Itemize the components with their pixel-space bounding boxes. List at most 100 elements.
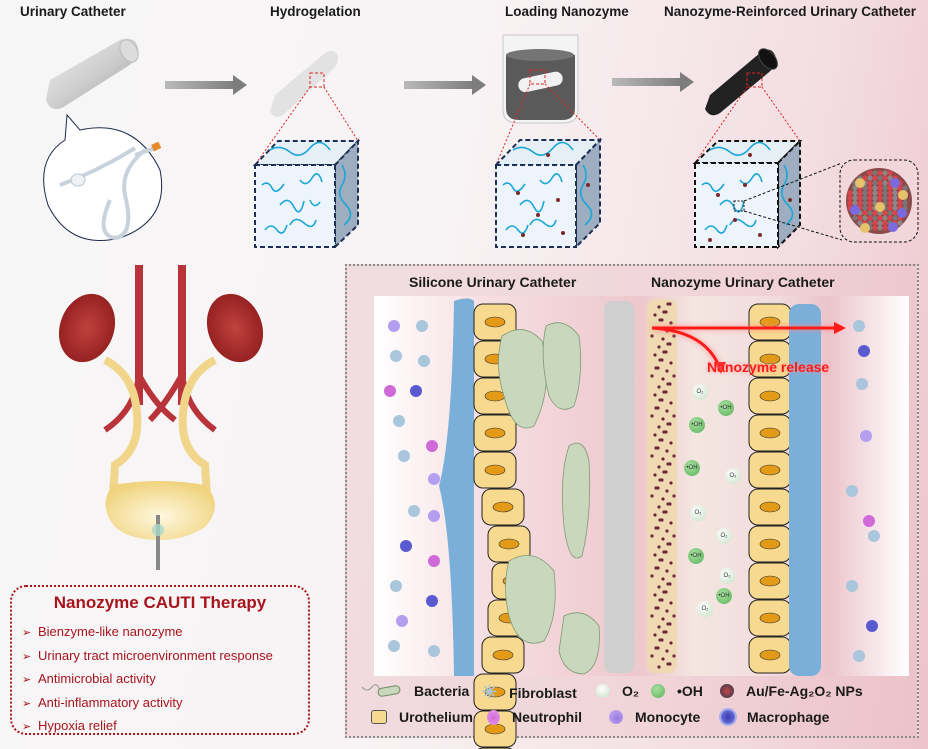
nanozyme-particle bbox=[657, 625, 661, 629]
nanozyme-particle bbox=[665, 569, 669, 573]
nanozyme-particle bbox=[669, 561, 673, 565]
fibroblast-cell bbox=[416, 320, 428, 332]
inserted-catheter-icon bbox=[156, 515, 160, 570]
therapy-title: Nanozyme CAUTI Therapy bbox=[53, 593, 267, 612]
step-title-loading-nanozyme: Loading Nanozyme bbox=[505, 4, 629, 19]
fibroblast-cell bbox=[856, 378, 868, 390]
nanozyme-particle bbox=[668, 462, 672, 466]
monocyte-cell bbox=[428, 510, 440, 522]
macrophage-cell bbox=[866, 620, 878, 632]
nanozyme-particle bbox=[668, 502, 672, 506]
nanozyme-particle bbox=[672, 374, 676, 378]
urothelium-cell bbox=[481, 636, 525, 674]
nanozyme-particle bbox=[656, 606, 660, 610]
nanozyme-particle bbox=[669, 601, 673, 605]
nanozyme-particle bbox=[664, 430, 668, 434]
nanozyme-particle bbox=[664, 350, 668, 354]
nanozyme-particle bbox=[664, 310, 668, 314]
urothelium-cell bbox=[748, 303, 792, 341]
legend-label: Neutrophil bbox=[512, 709, 582, 725]
nanozyme-particle bbox=[657, 665, 661, 669]
legend-label: Urothelium bbox=[399, 709, 473, 725]
urothelium-icon bbox=[371, 710, 387, 724]
legend-label: Au/Fe-Ag₂O₂ NPs bbox=[746, 683, 863, 699]
neutrophil-cell bbox=[863, 515, 875, 527]
therapy-item-text: Hypoxia relief bbox=[38, 718, 117, 733]
step-title-nanozyme-catheter: Nanozyme-Reinforced Urinary Catheter bbox=[664, 4, 917, 19]
nanozyme-particle bbox=[656, 446, 660, 450]
hydroxyl-radical-icon bbox=[651, 684, 665, 698]
monocyte-cell bbox=[396, 615, 408, 627]
urinary-catheter-illustration bbox=[43, 38, 163, 242]
nanozyme-particle bbox=[650, 454, 654, 458]
process-arrow-3 bbox=[612, 72, 694, 92]
loading-nanozyme-illustration bbox=[493, 34, 603, 250]
nanozyme-particle bbox=[669, 321, 673, 325]
nanozyme-particle bbox=[650, 614, 654, 618]
urothelium-cell bbox=[473, 710, 517, 748]
nanozyme-release-label: Nanozyme release bbox=[707, 359, 830, 375]
neutrophil-cell bbox=[428, 555, 440, 567]
neutrophil-icon bbox=[487, 709, 500, 725]
fibroblast-cell bbox=[418, 355, 430, 367]
left-ureter-icon bbox=[103, 356, 142, 496]
hydroxyl-radical: •OH bbox=[684, 460, 700, 476]
therapy-list: ➢Bienzyme-like nanozyme ➢Urinary tract m… bbox=[22, 621, 273, 739]
nanozyme-particle bbox=[672, 494, 676, 498]
therapy-item: ➢Antimicrobial activity bbox=[22, 668, 273, 692]
nanozyme-particle bbox=[657, 385, 661, 389]
legend-label: Monocyte bbox=[635, 709, 701, 725]
nanozyme-hydrogel-cube-icon bbox=[692, 138, 803, 250]
nanozyme-particle bbox=[660, 318, 664, 322]
fibroblast-cell bbox=[853, 320, 865, 332]
nanoparticle-sphere-icon bbox=[846, 168, 912, 234]
nanozyme-particle bbox=[668, 622, 672, 626]
fibroblast-cell bbox=[853, 650, 865, 662]
catheter-tube-icon bbox=[46, 38, 139, 109]
right-kidney-icon bbox=[206, 293, 264, 363]
urothelium-cell bbox=[481, 488, 525, 526]
o2-molecule: O₂ bbox=[690, 505, 706, 521]
silicone-catheter-wall-left bbox=[439, 298, 474, 676]
macrophage-cell bbox=[400, 540, 412, 552]
nanozyme-particle bbox=[665, 369, 669, 373]
tissue-scene bbox=[374, 296, 909, 749]
urinary-tract-anatomy-illustration bbox=[58, 265, 264, 570]
nanozyme-particle bbox=[650, 334, 654, 338]
bullet-arrow-icon: ➢ bbox=[22, 627, 32, 639]
macrophage-cell bbox=[426, 595, 438, 607]
nanozyme-particle bbox=[650, 654, 654, 658]
nanozyme-particle bbox=[653, 553, 657, 557]
black-catheter-tube-icon bbox=[705, 48, 778, 116]
nanozyme-particle bbox=[669, 361, 673, 365]
nanozyme-particle bbox=[653, 633, 657, 637]
nanozyme-particle bbox=[653, 353, 657, 357]
foley-catheter-icon bbox=[59, 141, 162, 241]
bladder-icon bbox=[105, 481, 215, 540]
nanozyme-particle bbox=[668, 302, 672, 306]
nanozyme-particle bbox=[660, 358, 664, 362]
o2-molecule: O₂ bbox=[697, 601, 713, 617]
catheter-wall-right bbox=[789, 304, 821, 676]
monocyte-cell bbox=[428, 473, 440, 485]
hydroxyl-radical: •OH bbox=[688, 548, 704, 564]
nanoparticle-icon bbox=[720, 684, 734, 698]
loaded-hydrogel-cube-icon bbox=[493, 137, 603, 250]
therapy-item-text: Antimicrobial activity bbox=[38, 671, 156, 686]
nanozyme-particle bbox=[653, 513, 657, 517]
nanozyme-particle bbox=[653, 593, 657, 597]
nanozyme-particle bbox=[668, 662, 672, 666]
nanozyme-particle bbox=[660, 558, 664, 562]
legend-oh: •OH bbox=[651, 683, 703, 699]
nanozyme-particle bbox=[660, 398, 664, 402]
macrophage-cell bbox=[410, 385, 422, 397]
nanozyme-particle bbox=[657, 345, 661, 349]
fibroblast-cell bbox=[846, 580, 858, 592]
o2-molecule: O₂ bbox=[719, 568, 735, 584]
nanozyme-particle bbox=[650, 414, 654, 418]
beaker-icon bbox=[502, 34, 579, 124]
fibroblast-cell bbox=[868, 530, 880, 542]
nanozyme-particle bbox=[656, 486, 660, 490]
nanozyme-particle bbox=[669, 521, 673, 525]
legend-neutrophil: Neutrophil bbox=[487, 709, 582, 725]
